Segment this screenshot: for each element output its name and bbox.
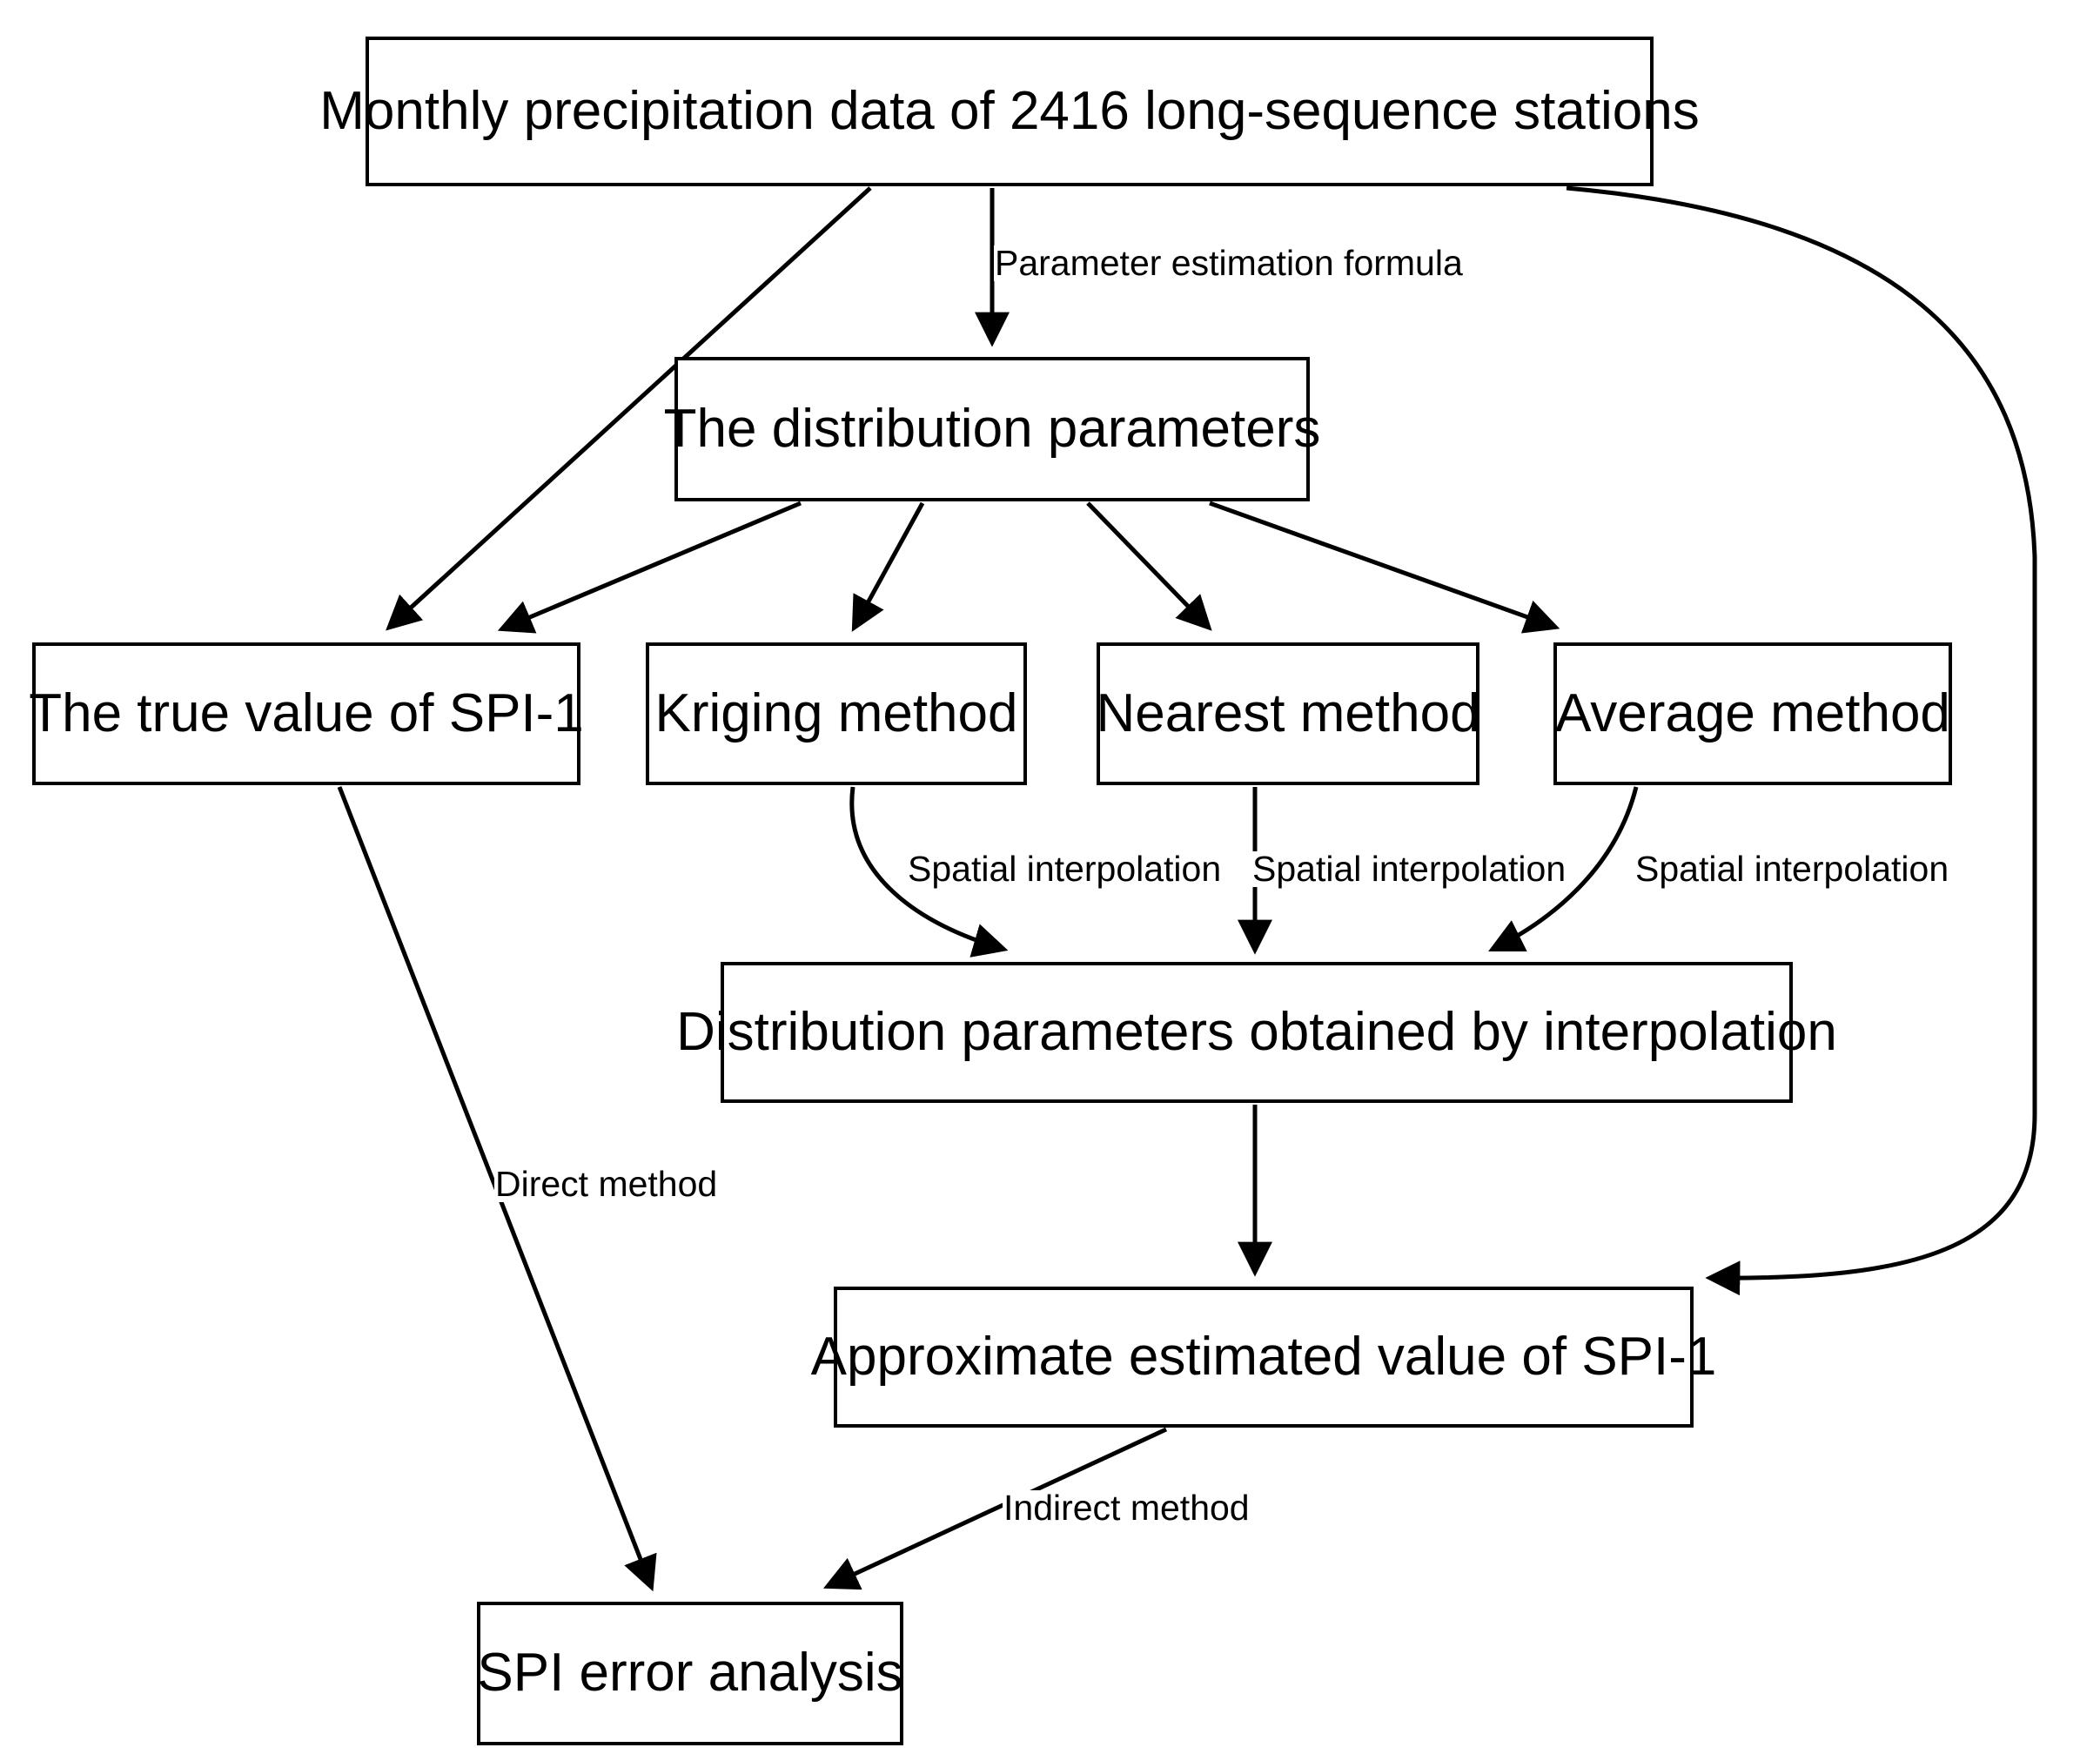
edge-label-spatial-interpolation-average: Spatial interpolation [1634,849,1950,889]
node-approximate-estimated-value-of-spi-1[interactable]: Approximate estimated value of SPI-1 [811,1287,1716,1428]
node-kriging-method[interactable]: Kriging method [646,642,1027,785]
edge-label-spatial-interpolation-kriging: Spatial interpolation [907,849,1223,889]
edge-params-to-nearest [1086,501,1212,631]
edge-params-to-kriging [851,501,925,632]
edge-label-indirect-method: Indirect method [1003,1488,1251,1528]
node-monthly-precipitation-data[interactable]: Monthly precipitation data of 2416 long-… [319,37,1700,186]
edge-params-to-true-spi [497,501,802,634]
node-spi-error-analysis[interactable]: SPI error analysis [477,1602,903,1745]
edge-label-parameter-estimation-formula: Parameter estimation formula [994,243,1464,283]
node-distribution-parameters-obtained-by-interpolation[interactable]: Distribution parameters obtained by inte… [676,962,1837,1103]
node-distribution-parameters[interactable]: The distribution parameters [664,357,1320,501]
edge-label-direct-method: Direct method [494,1164,719,1204]
edge-label-spatial-interpolation-nearest: Spatial interpolation [1251,849,1567,889]
edge-params-to-average [1209,501,1560,634]
node-nearest-method[interactable]: Nearest method [1096,642,1480,785]
node-true-value-of-spi-1[interactable]: The true value of SPI-1 [29,642,584,785]
node-average-method[interactable]: Average method [1553,642,1952,785]
